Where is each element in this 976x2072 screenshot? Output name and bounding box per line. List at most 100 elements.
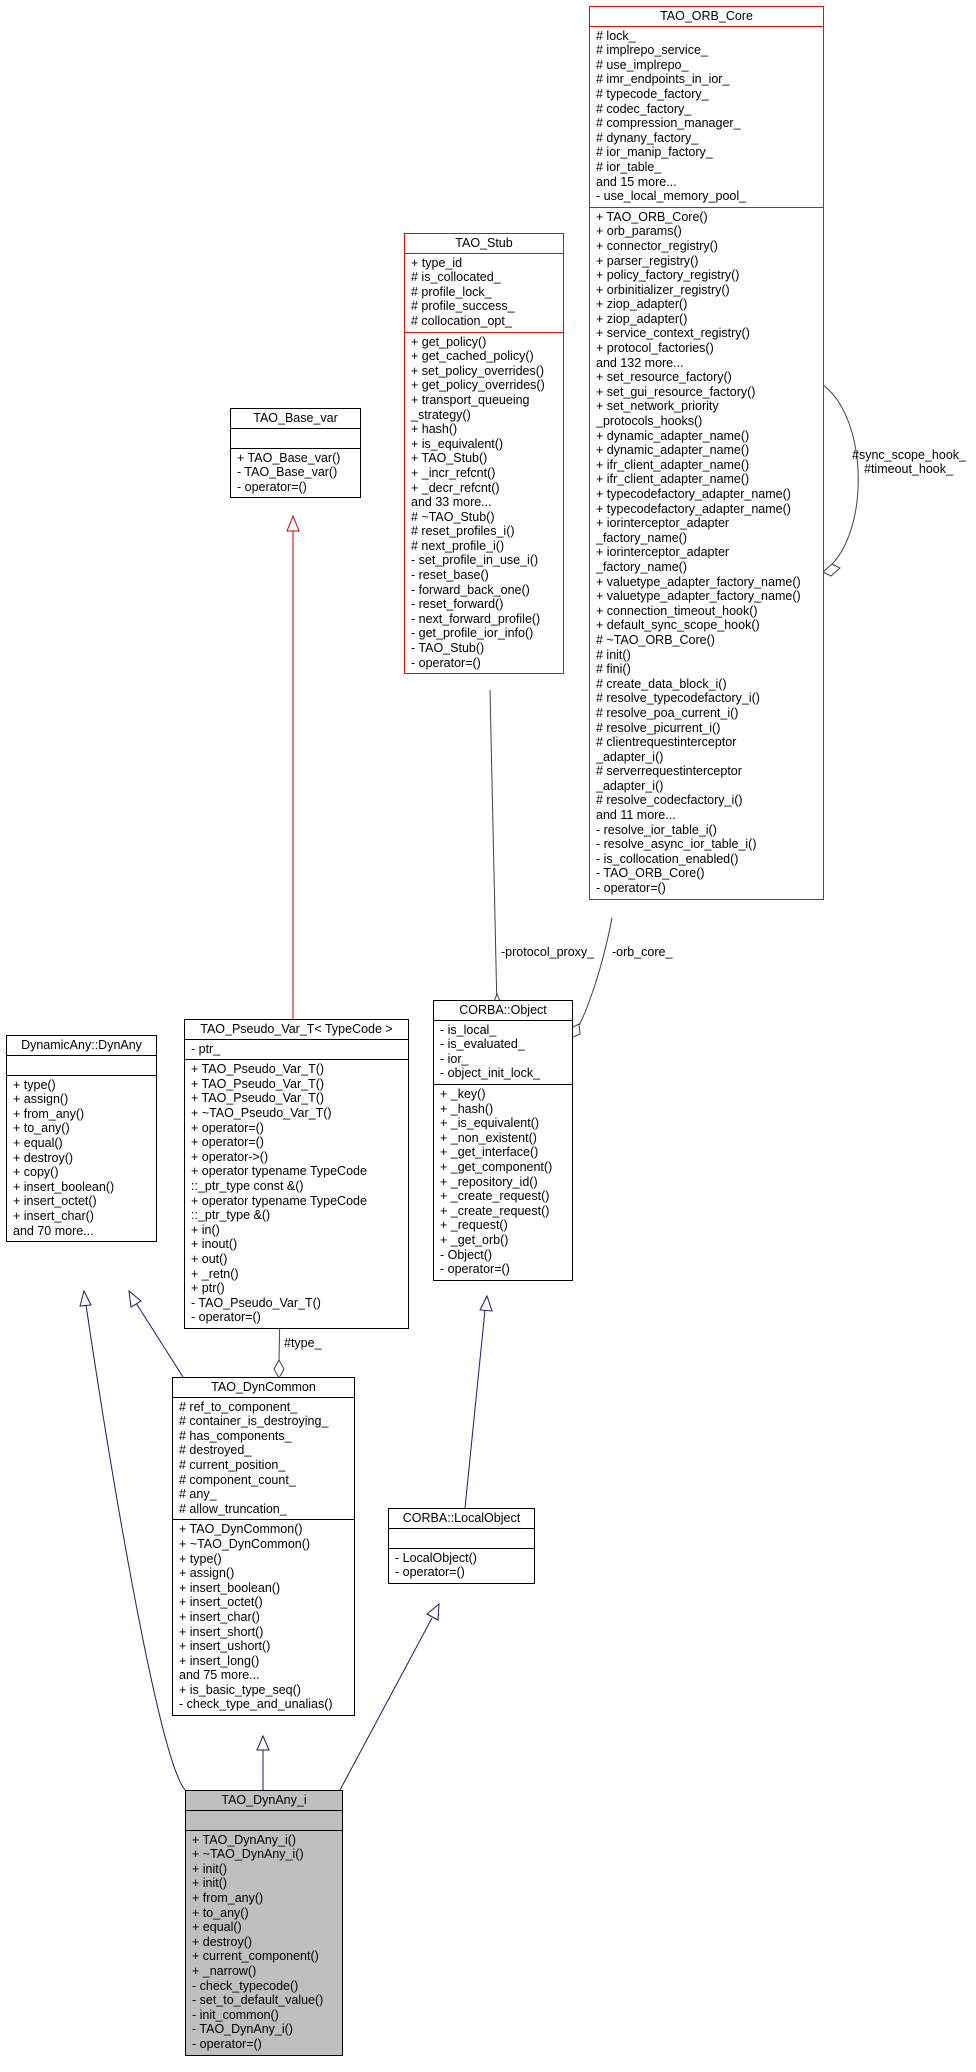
operation: - reset_forward() <box>411 597 504 612</box>
edge-dyncommon-dynany-arrow <box>128 1289 142 1308</box>
edge-label-protocol-proxy: -protocol_proxy_ <box>501 945 595 959</box>
operation: + get_cached_policy() <box>411 349 534 364</box>
operation: _adapter_i() <box>596 778 664 793</box>
operation: - set_profile_in_use_i() <box>411 553 539 568</box>
operation: + TAO_DynAny_i() <box>192 1832 297 1847</box>
operation: + set_policy_overrides() <box>411 363 545 378</box>
operation: + operator typename TypeCode <box>191 1164 367 1179</box>
operation: and 33 more... <box>411 495 492 510</box>
attribute: - is_local_ <box>440 1022 497 1037</box>
operation: + operator=() <box>191 1120 264 1135</box>
edge-protocol-proxy <box>489 689 498 1011</box>
operation: + _get_orb() <box>440 1232 509 1247</box>
operation: + orb_params() <box>596 224 682 239</box>
operation: + ifr_client_adapter_name() <box>596 457 750 472</box>
operation: + iorinterceptor_adapter <box>596 516 730 531</box>
operation: + in() <box>191 1222 220 1237</box>
attribute: and 15 more... <box>596 174 677 189</box>
operation: + orbinitializer_registry() <box>596 282 730 297</box>
class-dynamicany-dynany[interactable]: DynamicAny::DynAny+ type()+ assign()+ fr… <box>6 1035 157 1243</box>
class-corba-object[interactable]: CORBA::Object- is_local_- is_evaluated_-… <box>433 1000 573 1281</box>
operation: + insert_short() <box>179 1624 264 1639</box>
operation: + insert_ushort() <box>179 1639 271 1654</box>
operation: - TAO_DynAny_i() <box>192 2022 293 2037</box>
operations-section: + TAO_DynCommon()+ ~TAO_DynCommon()+ typ… <box>173 1520 354 1715</box>
operation: + destroy() <box>13 1150 74 1165</box>
operation: + equal() <box>192 1920 242 1935</box>
edge-orb-core-self-diamond <box>822 563 841 577</box>
class-tao-stub[interactable]: TAO_Stub+ type_id# is_collocated_# profi… <box>404 233 564 675</box>
operation: + _get_component() <box>440 1159 553 1174</box>
operation: + typecodefactory_adapter_name() <box>596 487 791 501</box>
class-name: TAO_DynAny_i <box>186 1791 342 1811</box>
class-tao-base-var[interactable]: TAO_Base_var+ TAO_Base_var()- TAO_Base_v… <box>230 408 361 499</box>
operation: _strategy() <box>411 407 471 422</box>
operation: + _narrow() <box>192 1963 257 1978</box>
class-name: TAO_DynCommon <box>173 1378 354 1398</box>
edge-template-base-var-arrow <box>286 514 300 532</box>
operation: - resolve_ior_table_i() <box>596 822 717 837</box>
attribute: # allow_truncation_ <box>179 1501 287 1516</box>
attributes-section: # ref_to_component_# container_is_destro… <box>173 1398 354 1521</box>
attribute: # imr_endpoints_in_ior_ <box>596 72 730 87</box>
operation: - LocalObject() <box>395 1550 477 1565</box>
attribute: # codec_factory_ <box>596 101 692 116</box>
operation: # next_profile_i() <box>411 538 505 553</box>
operation: + get_policy_overrides() <box>411 378 545 393</box>
attributes-section: - is_local_- is_evaluated_- ior_- object… <box>434 1021 572 1085</box>
operation: - operator=() <box>191 1310 261 1325</box>
operation: + TAO_ORB_Core() <box>596 209 708 224</box>
operation: + insert_boolean() <box>179 1580 281 1595</box>
operation: + _create_request() <box>440 1203 550 1218</box>
operation: - operator=() <box>596 881 666 896</box>
attribute: # compression_manager_ <box>596 116 741 131</box>
attribute: # current_position_ <box>179 1457 286 1472</box>
class-corba-localobject[interactable]: CORBA::LocalObject- LocalObject()- opera… <box>388 1508 535 1584</box>
operation: + TAO_Stub() <box>411 451 488 466</box>
operation: + TAO_Pseudo_Var_T() <box>191 1062 325 1077</box>
operation: - TAO_ORB_Core() <box>596 866 705 881</box>
operation: + _decr_refcnt() <box>411 480 500 495</box>
operation: + _is_equivalent() <box>440 1116 540 1131</box>
operation: + equal() <box>13 1135 63 1150</box>
operation: + valuetype_adapter_factory_name() <box>596 589 801 604</box>
attribute: + type_id <box>411 255 463 270</box>
operation: # resolve_poa_current_i() <box>596 705 739 720</box>
operation: - forward_back_one() <box>411 582 530 597</box>
operation: + policy_factory_registry() <box>596 268 740 283</box>
operation: + _incr_refcnt() <box>411 465 496 480</box>
operation: + ptr() <box>191 1281 225 1296</box>
operations-section: + TAO_DynAny_i()+ ~TAO_DynAny_i()+ init(… <box>186 1831 342 2055</box>
operation: + out() <box>191 1251 228 1266</box>
class-tao-orb-core[interactable]: TAO_ORB_Core# lock_# implrepo_service_# … <box>589 6 824 900</box>
class-tao-pseudo-var-t[interactable]: TAO_Pseudo_Var_T< TypeCode >- ptr_+ TAO_… <box>184 1019 409 1329</box>
operation: + _create_request() <box>440 1189 550 1204</box>
operation: + insert_octet() <box>179 1595 263 1610</box>
operation: + to_any() <box>192 1905 249 1920</box>
operation: and 132 more... <box>596 355 684 370</box>
edge-dynany-i-dyncommon-arrow <box>256 1734 270 1751</box>
operation: ::_ptr_type const &() <box>191 1178 304 1193</box>
empty-compartment <box>13 1058 150 1072</box>
edge-localobject-object <box>464 1309 486 1509</box>
empty-compartment <box>192 1813 336 1827</box>
operation: + init() <box>192 1876 228 1891</box>
edge-type-diamond <box>273 1358 285 1380</box>
operation: + ~TAO_Pseudo_Var_T() <box>191 1105 332 1120</box>
operation: + set_network_priority <box>596 399 719 414</box>
edge-orb-core-self <box>822 384 859 573</box>
operation: + _hash() <box>440 1101 494 1116</box>
operation: + type() <box>13 1077 56 1092</box>
class-name: TAO_ORB_Core <box>590 7 823 27</box>
attribute: # ior_table_ <box>596 159 662 174</box>
operation: # fini() <box>596 662 631 677</box>
class-tao-dynany-i[interactable]: TAO_DynAny_i + TAO_DynAny_i()+ ~TAO_DynAn… <box>185 1790 343 2056</box>
operation: + iorinterceptor_adapter <box>596 545 730 560</box>
operation: + operator=() <box>191 1135 264 1150</box>
edge-orb-core <box>570 917 613 1039</box>
attribute: # destroyed_ <box>179 1443 252 1458</box>
operation: + current_component() <box>192 1949 319 1964</box>
class-tao-dyncommon[interactable]: TAO_DynCommon# ref_to_component_# contai… <box>172 1377 355 1717</box>
operations-section: + _key()+ _hash()+ _is_equivalent()+ _no… <box>434 1085 572 1280</box>
